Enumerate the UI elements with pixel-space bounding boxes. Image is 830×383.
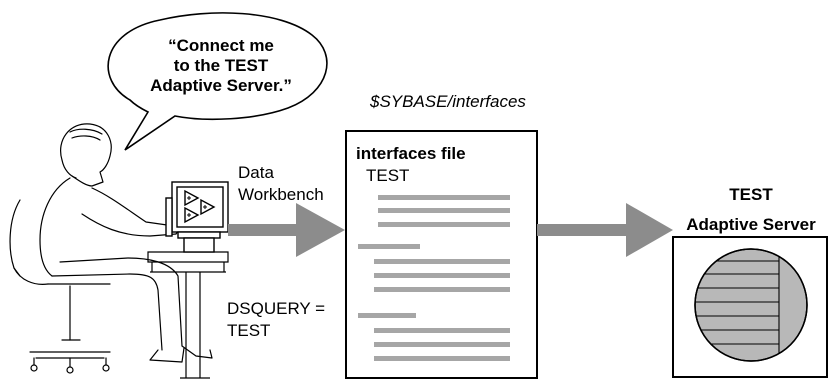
speech-line-2: to the TEST [173,56,269,75]
speech-bubble [107,12,328,151]
speech-line-1: “Connect me [168,36,274,55]
monitor-icon [165,181,229,253]
server-label: TEST Adaptive Server [676,180,826,240]
dsquery-line-1: DSQUERY = [227,299,326,318]
interfaces-file-title: interfaces file [356,144,466,163]
file-content-lines [358,195,510,361]
interfaces-path-label: $SYBASE/interfaces [370,92,526,111]
user-figure-icon [9,123,213,374]
database-disk-icon [694,248,808,362]
speech-bubble-text: “Connect me to the TEST Adaptive Server.… [118,36,324,96]
adaptive-server-box [672,236,828,378]
dsquery-label: DSQUERY = TEST [227,298,325,342]
arrow-file-to-server [537,203,673,257]
interfaces-file-entry: TEST [366,166,410,185]
client-app-label: Data Workbench [238,162,324,206]
client-app-line-1: Data [238,163,274,182]
interfaces-file-document [345,130,538,379]
dsquery-line-2: TEST [227,321,271,340]
client-app-line-2: Workbench [238,185,324,204]
server-line-1: TEST [729,185,773,204]
server-line-2: Adaptive Server [686,215,816,234]
speech-line-3: Adaptive Server.” [150,76,292,95]
arrow-client-to-file [228,203,345,257]
